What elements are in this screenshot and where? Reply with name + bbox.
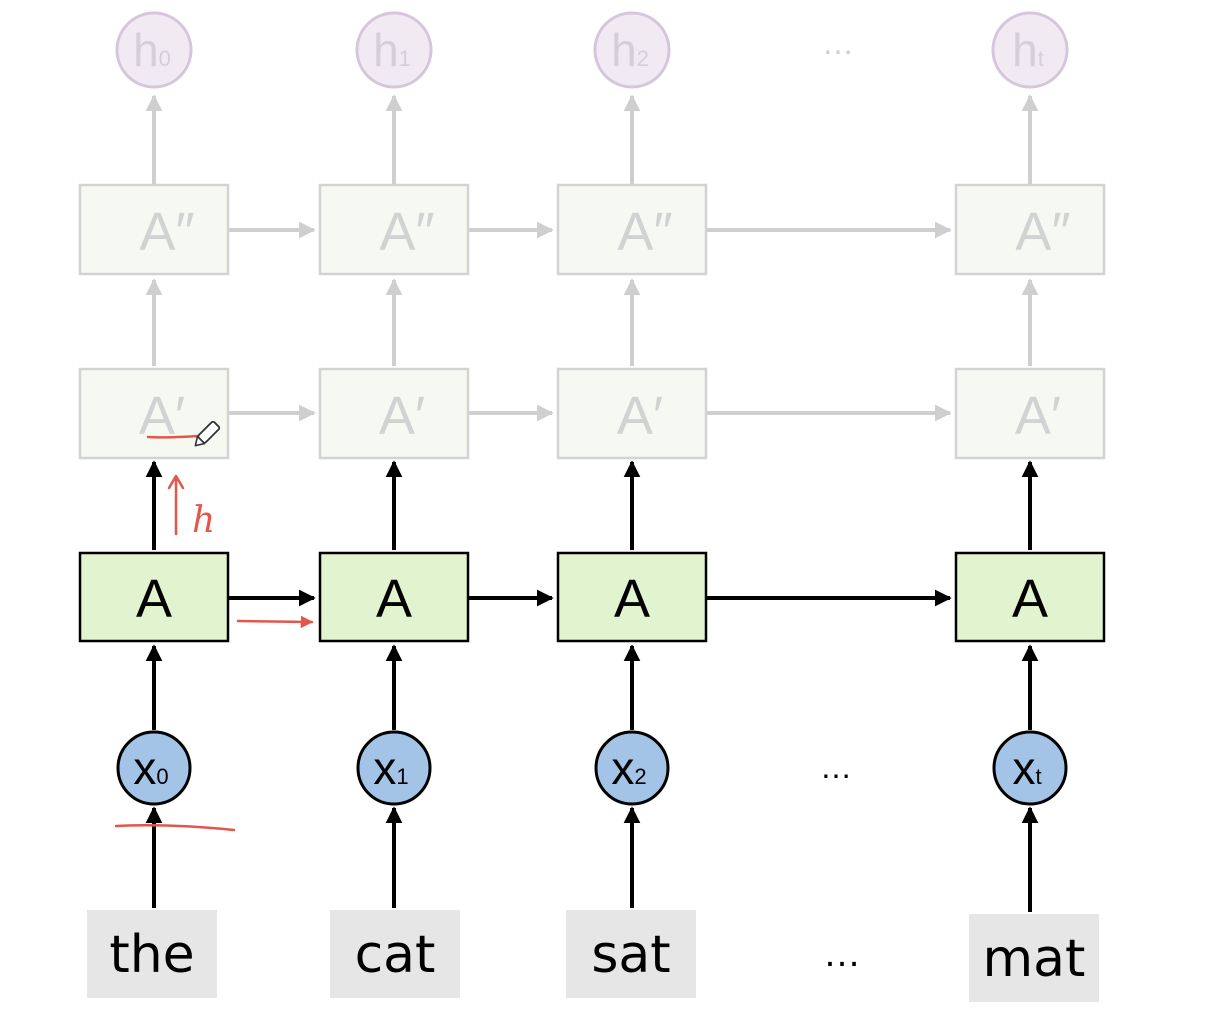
active-connections	[145, 460, 1039, 912]
word-text: sat	[591, 925, 670, 985]
ellipsis-top: …	[822, 25, 854, 61]
svg-text:ht: ht	[1012, 24, 1044, 76]
output-node-h0: h0	[115, 11, 193, 89]
underline-a-prime	[146, 434, 200, 439]
svg-text:h0: h0	[133, 24, 171, 76]
cell-a-double-prime-1: A″	[318, 183, 470, 276]
cell-label: A″	[617, 202, 672, 262]
faded-connections	[145, 94, 1039, 422]
cell-label: A	[1012, 569, 1048, 629]
red-right-arrow	[236, 615, 314, 629]
cell-label: A′	[617, 386, 663, 446]
underline-x0	[114, 823, 236, 832]
output-node-h1: h1	[355, 11, 433, 89]
cell-a-t: A	[954, 551, 1106, 643]
input-node-x1: x1	[356, 730, 432, 806]
word-box-the: the	[87, 910, 217, 998]
cell-a-double-prime-2: A″	[556, 183, 708, 276]
red-up-arrow	[167, 474, 185, 536]
svg-text:h2: h2	[611, 24, 649, 76]
cell-label: A″	[1015, 202, 1070, 262]
cell-a-prime-0: A′	[78, 367, 230, 460]
word-box-cat: cat	[330, 910, 460, 998]
cell-a-prime-t: A′	[954, 367, 1106, 460]
cell-label: A	[614, 569, 650, 629]
cell-a-double-prime-0: A″	[78, 183, 230, 276]
input-node-xt: xt	[992, 730, 1068, 806]
cell-label: A″	[379, 202, 434, 262]
cell-a-2: A	[556, 551, 708, 643]
cell-label: A	[136, 569, 172, 629]
cell-label: A′	[379, 386, 425, 446]
handwritten-annotations	[114, 434, 314, 832]
cell-label: A′	[1015, 386, 1061, 446]
word-text: the	[109, 925, 194, 985]
cell-label: A″	[139, 202, 194, 262]
ellipsis-middle: …	[820, 749, 852, 785]
handwritten-h: h	[192, 500, 215, 541]
cell-a-prime-1: A′	[318, 367, 470, 460]
word-text: cat	[355, 925, 436, 985]
input-node-x2: x2	[594, 730, 670, 806]
word-text: mat	[983, 929, 1086, 989]
pencil-icon	[194, 420, 221, 447]
layer-bottom-cells: A A A A	[78, 551, 1106, 643]
output-node-h2: h2	[593, 11, 671, 89]
svg-text:x0: x0	[133, 742, 168, 794]
svg-text:h1: h1	[373, 24, 411, 76]
svg-text:x1: x1	[373, 742, 408, 794]
svg-text:xt: xt	[1012, 742, 1041, 794]
cell-a-1: A	[318, 551, 470, 643]
ellipsis-bottom: …	[823, 933, 861, 975]
layer-top-cells: A″ A″ A″ A″	[78, 183, 1106, 276]
input-node-x0: x0	[116, 730, 192, 806]
output-node-ht: ht	[991, 11, 1069, 89]
word-box-sat: sat	[566, 910, 696, 998]
svg-text:x2: x2	[611, 742, 646, 794]
cell-a-0: A	[78, 551, 230, 643]
cell-a-prime-2: A′	[556, 367, 708, 460]
cell-a-double-prime-t: A″	[954, 183, 1106, 276]
word-box-mat: mat	[969, 914, 1099, 1002]
cell-label: A	[376, 569, 412, 629]
